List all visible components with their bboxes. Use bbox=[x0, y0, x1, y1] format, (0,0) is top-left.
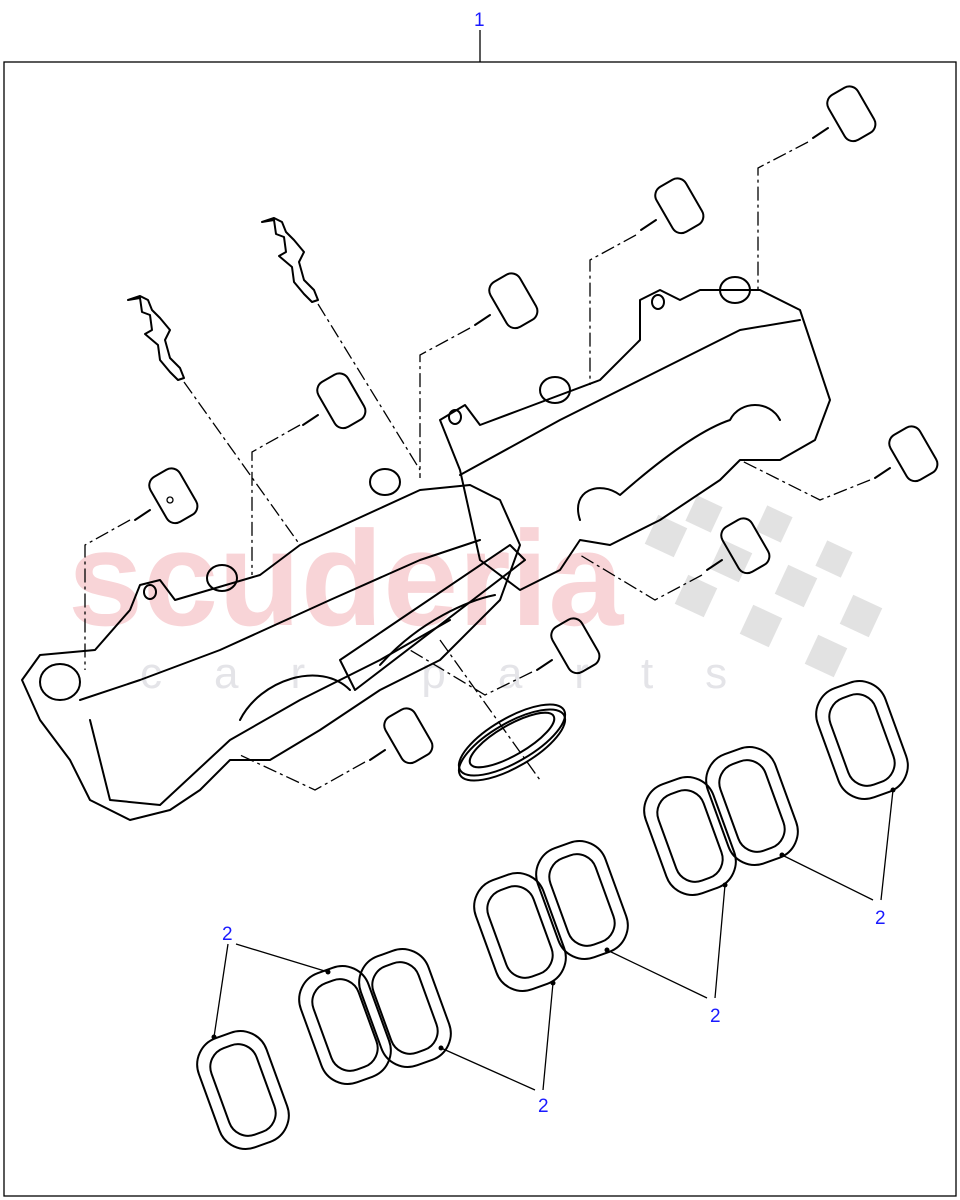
callout-label-1: 1 bbox=[474, 10, 485, 31]
callout-label-2: 2 bbox=[710, 1006, 721, 1027]
callout-label-2: 2 bbox=[875, 908, 886, 929]
callout-label-2: 2 bbox=[222, 924, 233, 945]
exhaust-manifold-left bbox=[21, 468, 521, 821]
callout-2-d: 2 bbox=[779, 787, 896, 929]
callout-2-a: 2 bbox=[211, 924, 331, 1040]
downpipe-flange bbox=[339, 544, 526, 691]
svg-text:scuderia: scuderia bbox=[68, 503, 624, 654]
callout-2-b: 2 bbox=[438, 980, 556, 1117]
assembly-centerlines bbox=[84, 141, 871, 791]
manifold-bolts bbox=[134, 85, 939, 765]
oxygen-sensor bbox=[261, 217, 421, 471]
watermark-logo: scuderia car parts bbox=[68, 495, 883, 698]
exhaust-manifold-right bbox=[439, 276, 831, 591]
port-gaskets bbox=[196, 680, 909, 1150]
oxygen-sensor bbox=[127, 295, 301, 546]
callout-label-2: 2 bbox=[538, 1096, 549, 1117]
svg-text:car parts: car parts bbox=[140, 649, 779, 698]
flange-gasket bbox=[439, 639, 567, 782]
callout-2-c: 2 bbox=[604, 882, 728, 1027]
